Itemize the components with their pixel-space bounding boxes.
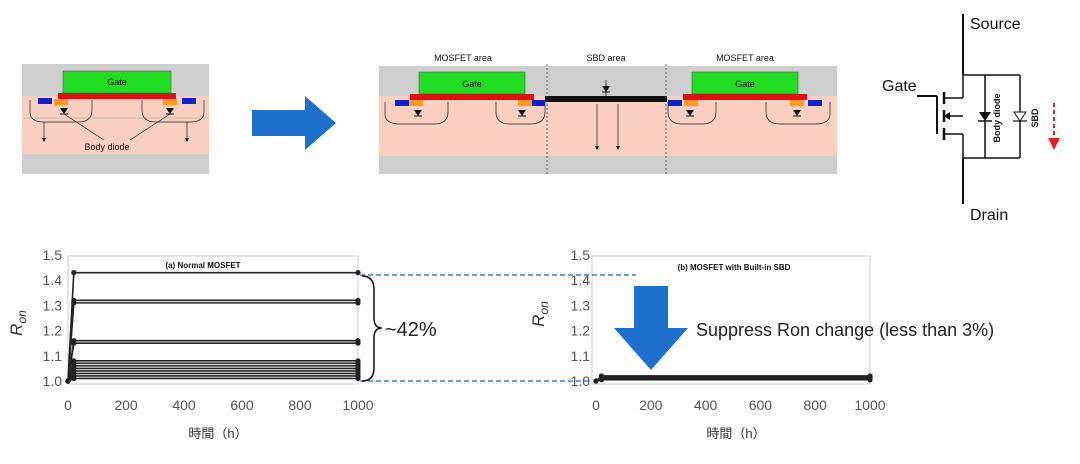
x-tick-label: 800: [804, 397, 828, 413]
x-tick-label: 200: [639, 397, 663, 413]
x-tick-label: 400: [172, 397, 196, 413]
substrate-region: [22, 96, 209, 154]
data-point: [71, 375, 77, 382]
y-tick-label: 1.5: [43, 247, 63, 263]
y-tick-label: 1.3: [571, 297, 591, 313]
y-tick-label: 1.2: [43, 323, 63, 339]
source-contact-left: [54, 99, 68, 105]
sbd-area-label: SBD area: [586, 53, 625, 63]
x-tick-label: 1000: [342, 397, 373, 413]
mosfet-area-label-left: MOSFET area: [434, 53, 492, 63]
x-tick-label: 600: [230, 397, 254, 413]
drain-layer: [379, 156, 837, 174]
chart-title: (b) MOSFET with Built-in SBD: [678, 263, 791, 272]
x-tick-label: 400: [694, 397, 718, 413]
change-percent-text: ~42%: [385, 319, 437, 341]
x-tick-label: 0: [592, 397, 600, 413]
y-axis-label: Ron: [7, 310, 29, 336]
x-tick-label: 1000: [854, 397, 885, 413]
blue-contact-left: [38, 98, 52, 104]
data-point: [65, 378, 71, 384]
source-label: Source: [970, 16, 1021, 33]
data-point: [867, 377, 873, 383]
y-tick-label: 1.1: [43, 348, 63, 364]
gate-terminal-label: Gate: [882, 78, 917, 95]
y-tick-label: 1.1: [571, 348, 591, 364]
gate-oxide-right: [683, 94, 807, 100]
chart-normal-mosfet: (a) Normal MOSFET Ron 1.0 1.1 1.2 1.3 1.4 1.5…: [7, 247, 374, 441]
transition-arrow-icon: [252, 96, 336, 150]
y-tick-label: 1.0: [43, 373, 63, 389]
gate-label-right: Gate: [735, 79, 755, 89]
x-tick-label: 200: [114, 397, 138, 413]
mosfet-area-label-right: MOSFET area: [716, 53, 774, 63]
gate-oxide-left: [410, 94, 534, 100]
data-point: [71, 270, 77, 276]
range-bracket: [361, 275, 383, 382]
data-point: [71, 340, 77, 346]
suppress-text: Suppress Ron change (less than 3%): [696, 320, 994, 340]
gate-label-left: Gate: [462, 79, 482, 89]
data-point: [355, 270, 361, 276]
y-tick-label: 1.5: [571, 247, 591, 263]
data-point: [71, 300, 77, 306]
x-tick-label: 600: [749, 397, 773, 413]
x-axis-label: 時間（h）: [706, 426, 765, 441]
structure-mosfet-with-sbd: MOSFET area SBD area MOSFET area Gate Ga…: [379, 53, 837, 174]
source-contact-right: [163, 99, 177, 105]
y-axis-label: Ron: [529, 301, 551, 327]
y-tick-label: 1.2: [571, 323, 591, 339]
chart-plot-frame: [67, 255, 359, 385]
data-point: [355, 300, 361, 306]
drain-layer: [22, 154, 209, 174]
sbd-diode-symbol: [1013, 111, 1027, 122]
gate-oxide: [58, 93, 176, 99]
sbd-label: SBD: [1030, 108, 1040, 128]
diode-symbol-left: [60, 108, 68, 114]
blue-contact-right: [182, 98, 196, 104]
y-tick-label: 1.3: [43, 297, 63, 313]
body-diode-label: Body diode: [84, 142, 129, 152]
data-point: [355, 340, 361, 346]
y-tick-label: 1.4: [571, 272, 591, 288]
chart-title: (a) Normal MOSFET: [165, 261, 240, 270]
p-well-right: [141, 100, 205, 123]
substrate-region: [379, 96, 837, 156]
data-point: [593, 378, 599, 384]
drain-label: Drain: [970, 207, 1008, 224]
diode-symbol-right: [166, 108, 174, 114]
y-tick-label: 1.4: [43, 272, 63, 288]
body-diode-label: Body diode: [992, 94, 1002, 143]
body-diode-symbol: [979, 112, 991, 121]
x-axis-label: 時間（h）: [188, 426, 247, 441]
circuit-symbol: Source Gate Drain Body diode SBD: [882, 14, 1060, 224]
sbd-metal: [545, 96, 667, 102]
p-well-left: [29, 100, 93, 123]
suppress-arrow-icon: [614, 286, 688, 370]
gate-label: Gate: [107, 77, 127, 87]
data-point: [598, 377, 605, 383]
x-tick-label: 0: [64, 397, 72, 413]
x-tick-label: 800: [288, 397, 312, 413]
chart-mosfet-with-sbd: (b) MOSFET with Built-in SBD Ron 1.01.11…: [529, 247, 886, 441]
data-point: [355, 375, 361, 382]
structure-normal-mosfet: Gate Body diode: [22, 64, 209, 174]
